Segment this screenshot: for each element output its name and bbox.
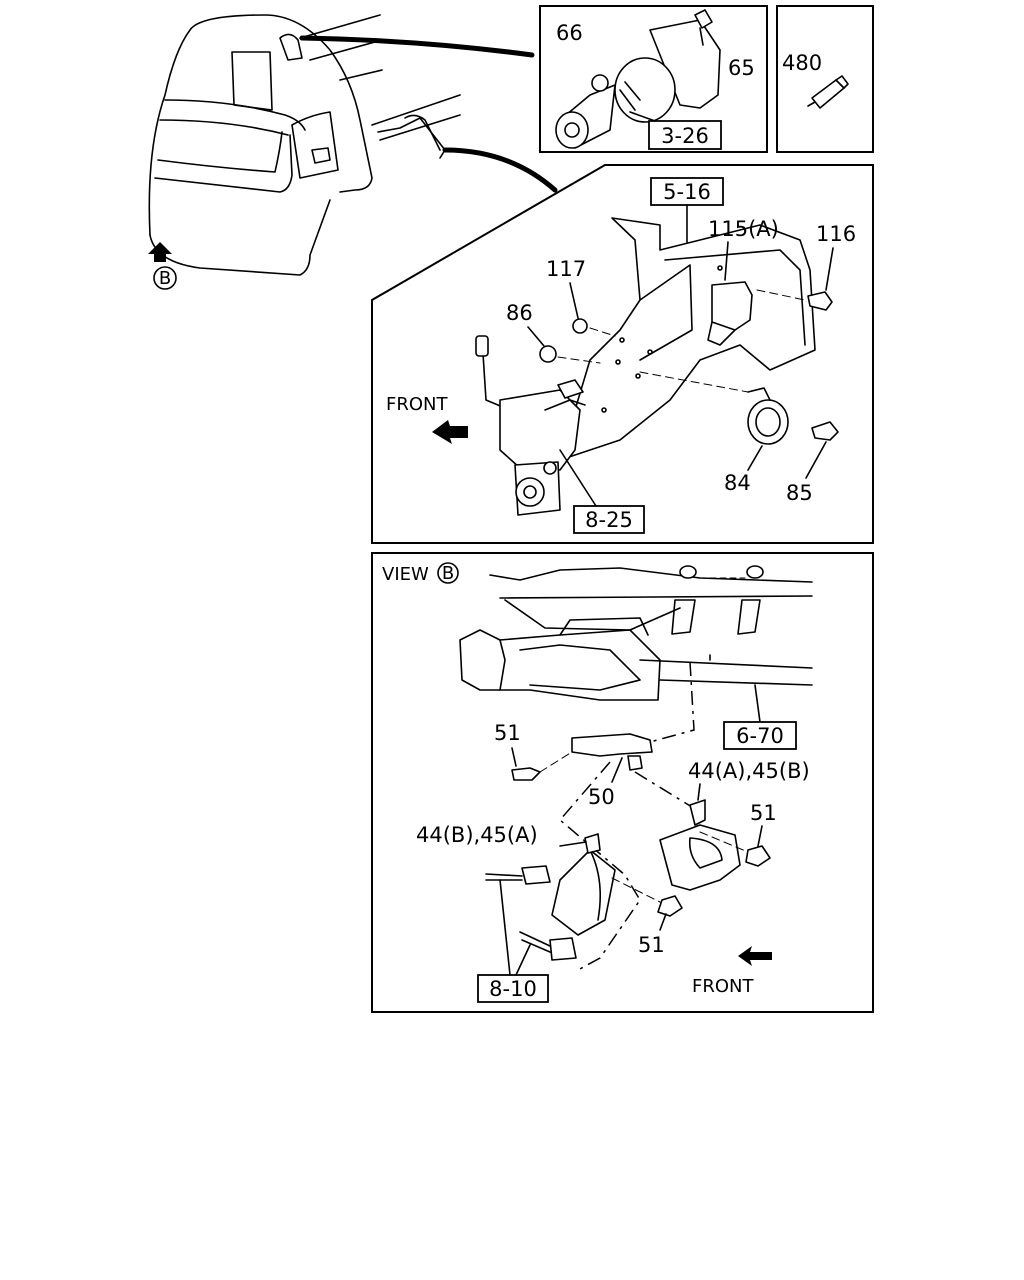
ref-3-26-box bbox=[648, 120, 722, 150]
bolt-51-right bbox=[745, 845, 771, 867]
bolt-116 bbox=[807, 291, 833, 311]
front-arrow-icon-top bbox=[432, 420, 468, 444]
part-480-label: 480 bbox=[782, 51, 822, 75]
front-arrow-icon-bottom bbox=[738, 946, 772, 966]
horn-assembly-drawing bbox=[485, 661, 771, 971]
bolt-51-bottom bbox=[657, 895, 683, 917]
part-86-label: 86 bbox=[506, 301, 533, 325]
part-51-label-right: 51 bbox=[750, 801, 777, 825]
bolt-65 bbox=[694, 9, 713, 29]
front-label-top: FRONT bbox=[386, 394, 448, 415]
ref-8-25-box bbox=[573, 505, 645, 534]
ref-5-16-box bbox=[650, 177, 724, 206]
view-b-circle-bottom bbox=[437, 562, 459, 584]
ref-8-25-label: 8-25 bbox=[585, 508, 633, 532]
view-b-marker-cab: B bbox=[159, 268, 171, 289]
part-44b-45a-label: 44(B),45(A) bbox=[416, 823, 538, 847]
ref-6-70-box bbox=[723, 721, 797, 750]
bolt-51-top bbox=[511, 767, 541, 781]
ref-8-10-box bbox=[477, 974, 549, 1003]
part-84-drawing bbox=[747, 399, 789, 445]
truck-cab-drawing: B bbox=[148, 14, 558, 290]
ref-3-26-label: 3-26 bbox=[661, 124, 709, 148]
part-50-label: 50 bbox=[588, 785, 615, 809]
nut-117 bbox=[572, 318, 588, 334]
nut-66 bbox=[591, 74, 609, 92]
panel-bracket-detail bbox=[371, 164, 874, 544]
view-b-marker: B bbox=[442, 563, 454, 584]
ref-5-16-label: 5-16 bbox=[663, 180, 711, 204]
panel-view-b bbox=[371, 552, 874, 1013]
part-66-label: 66 bbox=[556, 21, 583, 45]
part-51-label-bottom: 51 bbox=[638, 933, 665, 957]
part-117-label: 117 bbox=[546, 257, 586, 281]
view-b-circle bbox=[153, 266, 177, 290]
part-51-label-top: 51 bbox=[494, 721, 521, 745]
nut-86 bbox=[539, 345, 557, 363]
view-label: VIEW bbox=[382, 564, 429, 585]
horn-left bbox=[551, 849, 616, 936]
trailer-connector-drawing bbox=[555, 9, 721, 149]
part-115a-drawing bbox=[711, 281, 753, 331]
bracket-50 bbox=[571, 733, 653, 757]
panel-connector-detail bbox=[539, 5, 768, 153]
part-116-label: 116 bbox=[816, 222, 856, 246]
frame-view-drawing bbox=[459, 565, 813, 723]
part-480-drawing bbox=[807, 75, 849, 109]
part-65-label: 65 bbox=[728, 56, 755, 80]
part-84-label: 84 bbox=[724, 471, 751, 495]
bracket-assembly-drawing bbox=[475, 217, 839, 516]
bolt-85 bbox=[811, 421, 839, 441]
part-115a-label: 115(A) bbox=[708, 217, 779, 241]
ref-8-10-label: 8-10 bbox=[489, 977, 537, 1001]
ref-6-70-label: 6-70 bbox=[736, 724, 784, 748]
part-85-label: 85 bbox=[786, 481, 813, 505]
view-arrow-icon bbox=[148, 242, 172, 262]
panel-480-detail bbox=[776, 5, 874, 153]
front-label-bottom: FRONT bbox=[692, 976, 754, 997]
part-44a-45b-label: 44(A),45(B) bbox=[688, 759, 810, 783]
